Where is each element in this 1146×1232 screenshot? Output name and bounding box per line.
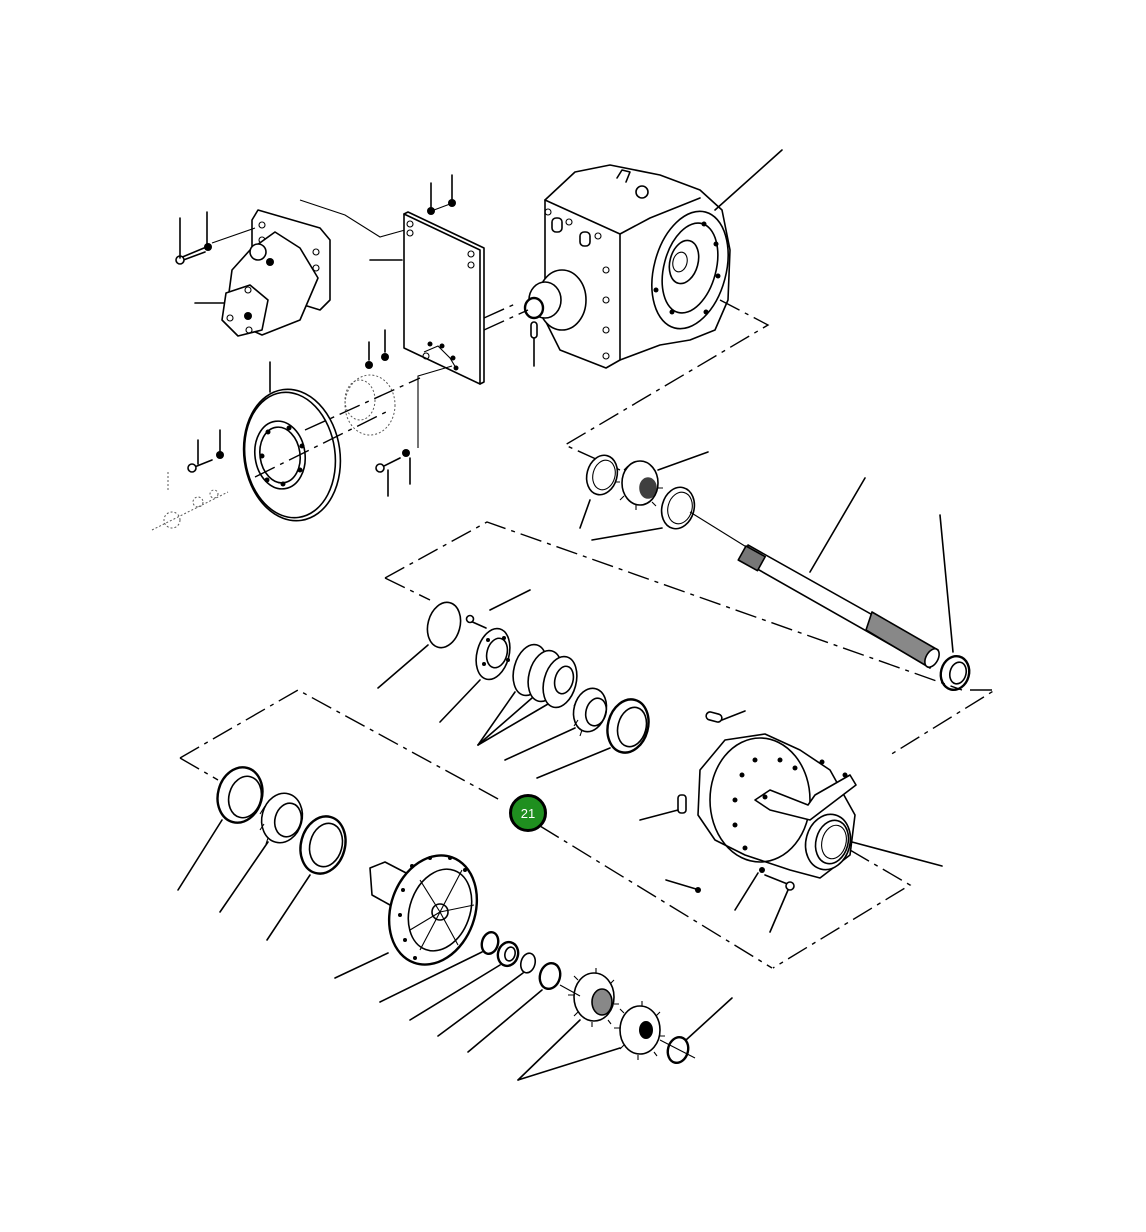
axle-housing-center [483,149,783,471]
spider-pinion [614,1001,665,1060]
o-ring [426,601,462,649]
hydraulic-pump [175,199,406,337]
differential-case-group [177,689,773,1081]
mounting-plate [369,174,485,385]
input-shaft-assembly [579,451,998,756]
side-gear [568,968,619,1027]
callout-21[interactable]: 21 [509,794,547,832]
pinion-gear-upper [615,460,663,510]
callout-label: 21 [520,805,536,821]
bearing-cap-group [377,521,963,779]
differential-housing [639,710,943,969]
brake-disc [151,329,453,531]
